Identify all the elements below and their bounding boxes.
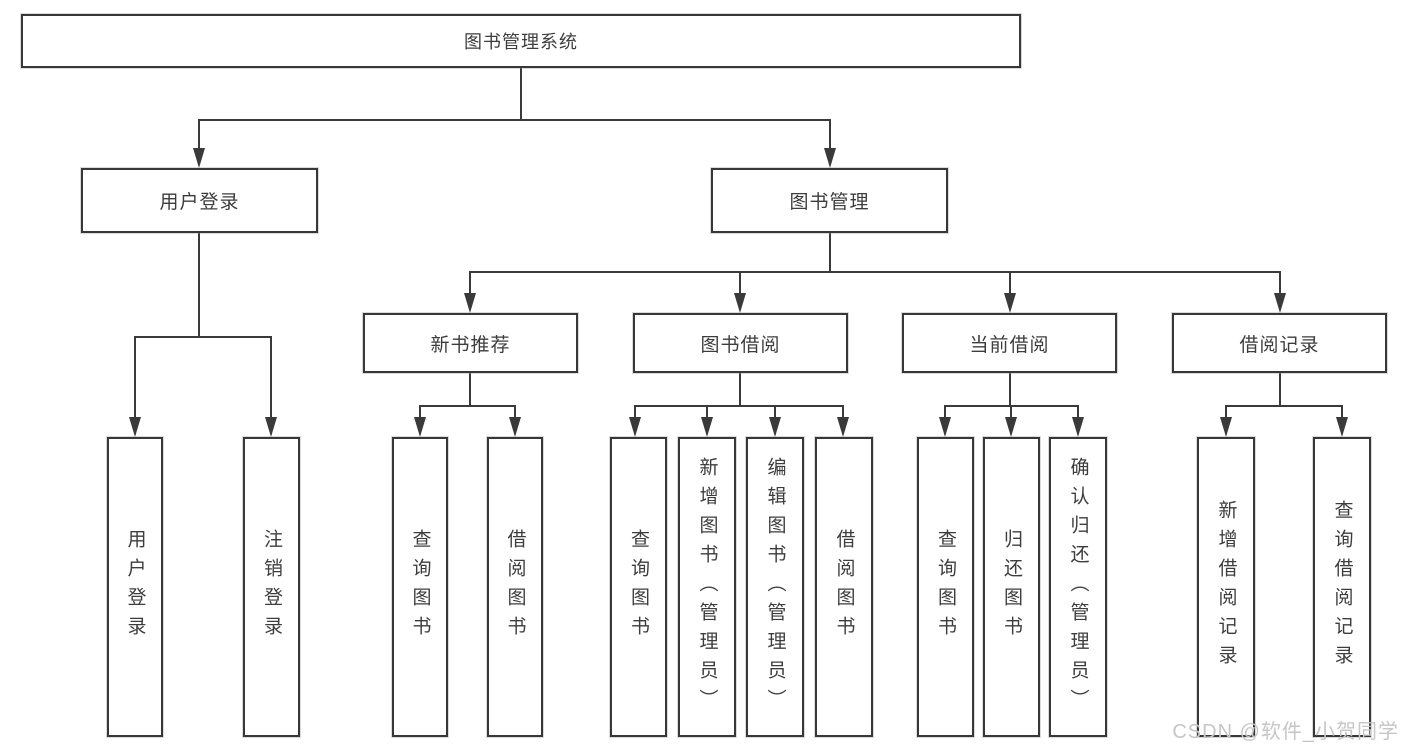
node-label: 图书借阅 xyxy=(700,334,781,356)
node-label: 新书推荐 xyxy=(430,334,511,356)
node-label: 用户登录 xyxy=(159,192,240,213)
csdn-watermark: CSDN @软件_小贺同学 xyxy=(1172,721,1399,743)
node-label: 归还图书 xyxy=(1001,529,1022,645)
node-label: 图书管理系统 xyxy=(464,32,578,52)
node-current-borrowing: 当前借阅 xyxy=(902,313,1117,373)
node-label: 当前借阅 xyxy=(969,334,1050,356)
leaf-query-books-borrowing: 查询图书 xyxy=(610,437,667,737)
node-label: 编辑图书（管理员） xyxy=(764,456,786,718)
leaf-borrow-books-recommendation: 借阅图书 xyxy=(487,437,543,737)
node-user-login: 用户登录 xyxy=(81,168,318,233)
leaf-add-borrow-record: 新增借阅记录 xyxy=(1197,437,1255,737)
node-label: 用户登录 xyxy=(124,529,146,645)
node-label: 图书管理 xyxy=(789,192,870,213)
leaf-query-borrow-record: 查询借阅记录 xyxy=(1313,437,1371,737)
node-label: 查询图书 xyxy=(935,529,956,645)
leaf-add-book-admin: 新增图书（管理员） xyxy=(678,437,736,737)
node-label: 借阅图书 xyxy=(504,529,526,645)
leaf-return-books: 归还图书 xyxy=(983,437,1040,737)
leaf-query-books-recommendation: 查询图书 xyxy=(392,437,448,737)
node-new-book-recommendation: 新书推荐 xyxy=(363,313,578,373)
node-label: 借阅图书 xyxy=(833,529,855,645)
node-label: 确认归还（管理员） xyxy=(1067,456,1089,718)
node-library-management-system: 图书管理系统 xyxy=(21,14,1021,68)
node-book-management: 图书管理 xyxy=(711,168,948,233)
leaf-user-login: 用户登录 xyxy=(107,437,163,737)
node-label: 新增图书（管理员） xyxy=(696,456,718,718)
node-borrowing-records: 借阅记录 xyxy=(1172,313,1387,373)
leaf-edit-book-admin: 编辑图书（管理员） xyxy=(746,437,804,737)
node-label: 查询借阅记录 xyxy=(1331,500,1353,674)
leaf-logout: 注销登录 xyxy=(243,437,300,737)
leaf-confirm-return-admin: 确认归还（管理员） xyxy=(1049,437,1107,737)
node-label: 注销登录 xyxy=(261,529,282,645)
node-book-borrowing: 图书借阅 xyxy=(633,313,848,373)
leaf-query-books-current: 查询图书 xyxy=(917,437,974,737)
node-label: 查询图书 xyxy=(409,529,431,645)
node-label: 新增借阅记录 xyxy=(1215,500,1237,674)
leaf-borrow-books-borrowing: 借阅图书 xyxy=(815,437,873,737)
node-label: 查询图书 xyxy=(628,529,649,645)
node-label: 借阅记录 xyxy=(1239,334,1320,356)
